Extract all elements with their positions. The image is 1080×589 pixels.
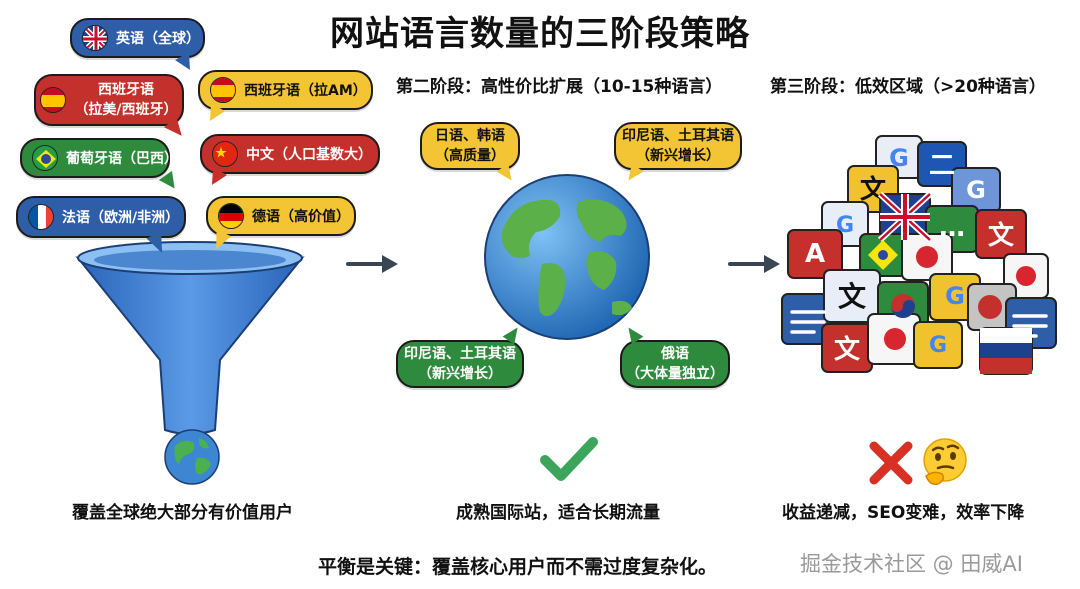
svg-text:…: …	[939, 213, 965, 243]
bubble-line: （新兴增长）	[636, 148, 720, 164]
lang-bubble-label: 英语（全球）	[116, 31, 200, 47]
spain-flag-icon	[210, 77, 236, 103]
uk-flag-icon	[82, 25, 108, 51]
bubble-line: （新兴增长）	[418, 366, 502, 382]
stage2-bubble-indonesian-turkish-2: 印尼语、土耳其语 （新兴增长）	[396, 340, 524, 388]
svg-text:文: 文	[838, 280, 866, 313]
lang-bubble-chinese: 中文（人口基数大）	[200, 134, 380, 174]
lang-bubble-spanish: 西班牙语 （拉美/西班牙）	[34, 74, 184, 126]
bubble-line: 俄语	[661, 346, 689, 362]
stage2-caption: 成熟国际站，适合长期流量	[456, 503, 660, 523]
stage1-caption: 覆盖全球绝大部分有价值用户	[72, 503, 293, 523]
lang-bubble-english: 英语（全球）	[70, 18, 205, 58]
check-icon	[540, 437, 598, 481]
small-globe-icon	[164, 429, 220, 485]
svg-text:G: G	[945, 282, 965, 310]
stage3-caption: 收益递减，SEO变难，效率下降	[782, 503, 1025, 523]
stage2-bubble-russian: 俄语 （大体量独立）	[620, 340, 730, 388]
bubble-line: （大体量独立）	[626, 366, 724, 382]
svg-text:文: 文	[834, 334, 861, 365]
arrow-right-icon	[728, 255, 780, 273]
watermark: 掘金技术社区 @ 田威AI	[800, 552, 1023, 576]
stage2-bubble-japanese-korean: 日语、韩语 （高质量）	[420, 122, 520, 170]
lang-bubble-label: 法语（欧洲/非洲）	[62, 210, 180, 226]
lang-bubble-label: 西班牙语	[98, 82, 154, 98]
svg-text:G: G	[929, 333, 947, 358]
bubble-line: （高质量）	[435, 148, 505, 164]
funnel-graphic	[75, 241, 305, 435]
svg-text:G: G	[836, 213, 854, 238]
stage2-heading: 第二阶段：高性价比扩展（10-15种语言）	[396, 77, 723, 97]
lang-bubble-label: 葡萄牙语（巴西）	[66, 151, 178, 167]
lang-bubble-french: 法语（欧洲/非洲）	[16, 196, 186, 238]
lang-bubble-label: 西班牙语（拉AM）	[244, 83, 367, 99]
lang-bubble-sublabel: （拉美/西班牙）	[74, 102, 178, 118]
bubble-line: 印尼语、土耳其语	[622, 128, 734, 144]
spain-flag-icon	[40, 87, 67, 113]
svg-text:文: 文	[988, 220, 1015, 251]
lang-bubble-spanish-am: 西班牙语（拉AM）	[198, 70, 373, 110]
globe-icon	[484, 174, 650, 340]
brazil-flag-icon	[32, 145, 58, 171]
lang-bubble-german: 德语（高价值）	[206, 196, 356, 236]
page-title: 网站语言数量的三阶段策略	[330, 14, 750, 54]
thinking-face-icon	[923, 438, 967, 486]
language-icon-pile: G 二 文 G G … 文 A 文 G 文 G	[781, 135, 1057, 375]
stage2-bubble-indonesian-turkish: 印尼语、土耳其语 （新兴增长）	[614, 122, 742, 170]
lang-bubble-label: 德语（高价值）	[252, 209, 350, 225]
svg-text:A: A	[805, 239, 825, 269]
lang-bubble-label: 中文（人口基数大）	[246, 147, 372, 163]
lang-bubble-portuguese: 葡萄牙语（巴西）	[20, 138, 178, 178]
svg-text:二: 二	[929, 151, 955, 181]
svg-text:G: G	[966, 176, 986, 204]
stage3-heading: 第三阶段：低效区域（>20种语言）	[770, 77, 1046, 97]
svg-text:G: G	[889, 144, 909, 172]
bubble-line: 日语、韩语	[435, 128, 505, 144]
china-flag-icon	[212, 141, 238, 167]
cross-icon	[869, 441, 913, 485]
france-flag-icon	[28, 204, 54, 230]
footer-note: 平衡是关键：覆盖核心用户而不需过度复杂化。	[318, 556, 718, 578]
bubble-line: 印尼语、土耳其语	[404, 346, 516, 362]
arrow-right-icon	[346, 255, 398, 273]
germany-flag-icon	[218, 203, 244, 229]
